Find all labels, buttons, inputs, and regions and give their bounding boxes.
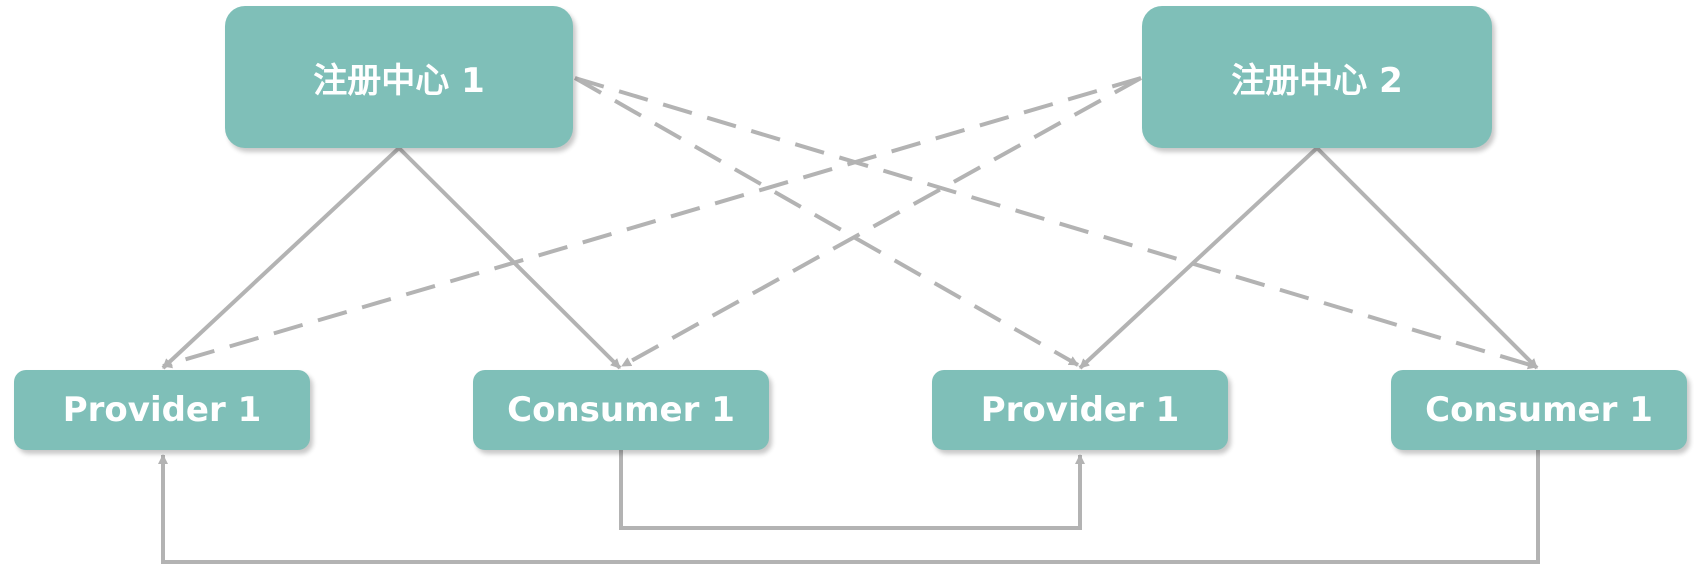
consumer-node-left: Consumer 1	[473, 370, 769, 450]
consumer-node-right-label: Consumer 1	[1425, 390, 1653, 430]
edge-registry1-provider-a	[161, 146, 401, 370]
provider-node-right-label: Provider 1	[980, 390, 1180, 430]
registry-center-2: 注册中心 2	[1142, 6, 1492, 148]
provider-node-right: Provider 1	[932, 370, 1228, 450]
edge-registry1-provider-b-dashed	[574, 76, 1079, 367]
consumer-node-right: Consumer 1	[1391, 370, 1687, 450]
registry-center-1-label: 注册中心 1	[313, 60, 485, 101]
registry-center-2-label: 注册中心 2	[1231, 60, 1403, 101]
provider-node-left-label: Provider 1	[62, 390, 262, 430]
provider-node-left: Provider 1	[14, 370, 310, 450]
edge-consumer-b-provider-a	[158, 450, 1540, 564]
registry-center-1: 注册中心 1	[225, 6, 573, 148]
edge-registry2-consumer-b	[1315, 146, 1539, 370]
consumer-node-left-label: Consumer 1	[507, 390, 735, 430]
edge-registry2-provider-a-dashed	[162, 76, 1142, 369]
edge-registry2-provider-b	[1078, 146, 1319, 370]
edge-consumer-a-provider-b	[619, 450, 1085, 530]
edge-registry2-consumer-a-dashed	[621, 76, 1142, 368]
edge-registry1-consumer-b-dashed	[574, 76, 1538, 370]
edge-registry1-consumer-a	[397, 146, 622, 370]
